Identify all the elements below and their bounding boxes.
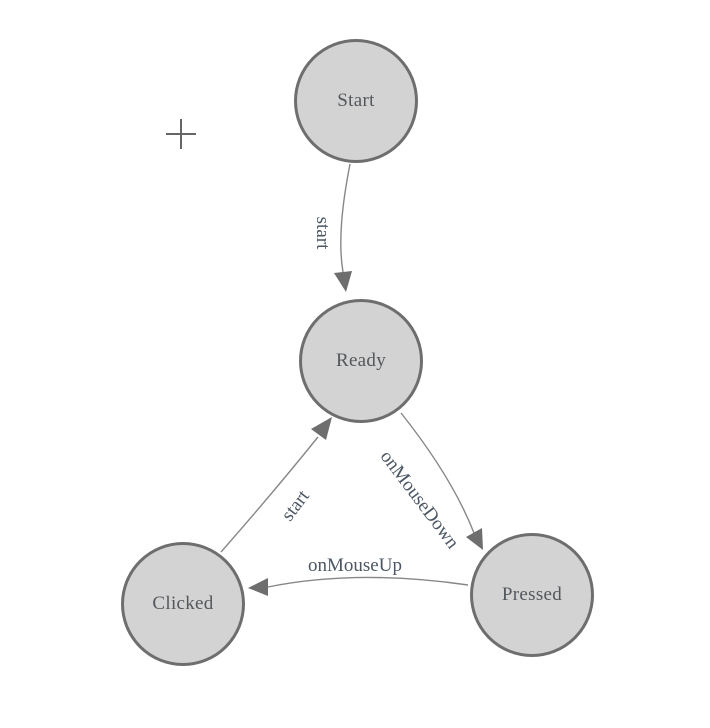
arrowhead-clicked-to-ready[interactable] [311, 417, 332, 440]
state-node-clicked[interactable]: Clicked [121, 542, 245, 666]
arrowhead-start-to-ready[interactable] [334, 271, 352, 292]
edge-pressed-to-clicked[interactable] [267, 576, 469, 588]
state-label-ready: Ready [335, 350, 387, 371]
arrowhead-ready-to-pressed[interactable] [466, 528, 483, 550]
edge-start-to-ready[interactable] [340, 163, 351, 273]
state-node-pressed[interactable]: Pressed [470, 533, 594, 657]
state-node-ready[interactable]: Ready [299, 299, 423, 423]
state-label-clicked: Clicked [152, 593, 214, 614]
state-label-start: Start [337, 90, 375, 111]
state-label-pressed: Pressed [501, 584, 563, 605]
edge-label-start-to-ready: start [312, 216, 333, 250]
edge-label-pressed-to-clicked: onMouseUp [308, 555, 402, 576]
edge-clicked-to-ready[interactable] [220, 436, 319, 553]
state-node-start[interactable]: Start [294, 39, 418, 163]
edge-ready-to-pressed[interactable] [400, 412, 475, 534]
arrowhead-pressed-to-clicked[interactable] [248, 578, 268, 596]
crosshair-pointer-icon [166, 119, 196, 149]
